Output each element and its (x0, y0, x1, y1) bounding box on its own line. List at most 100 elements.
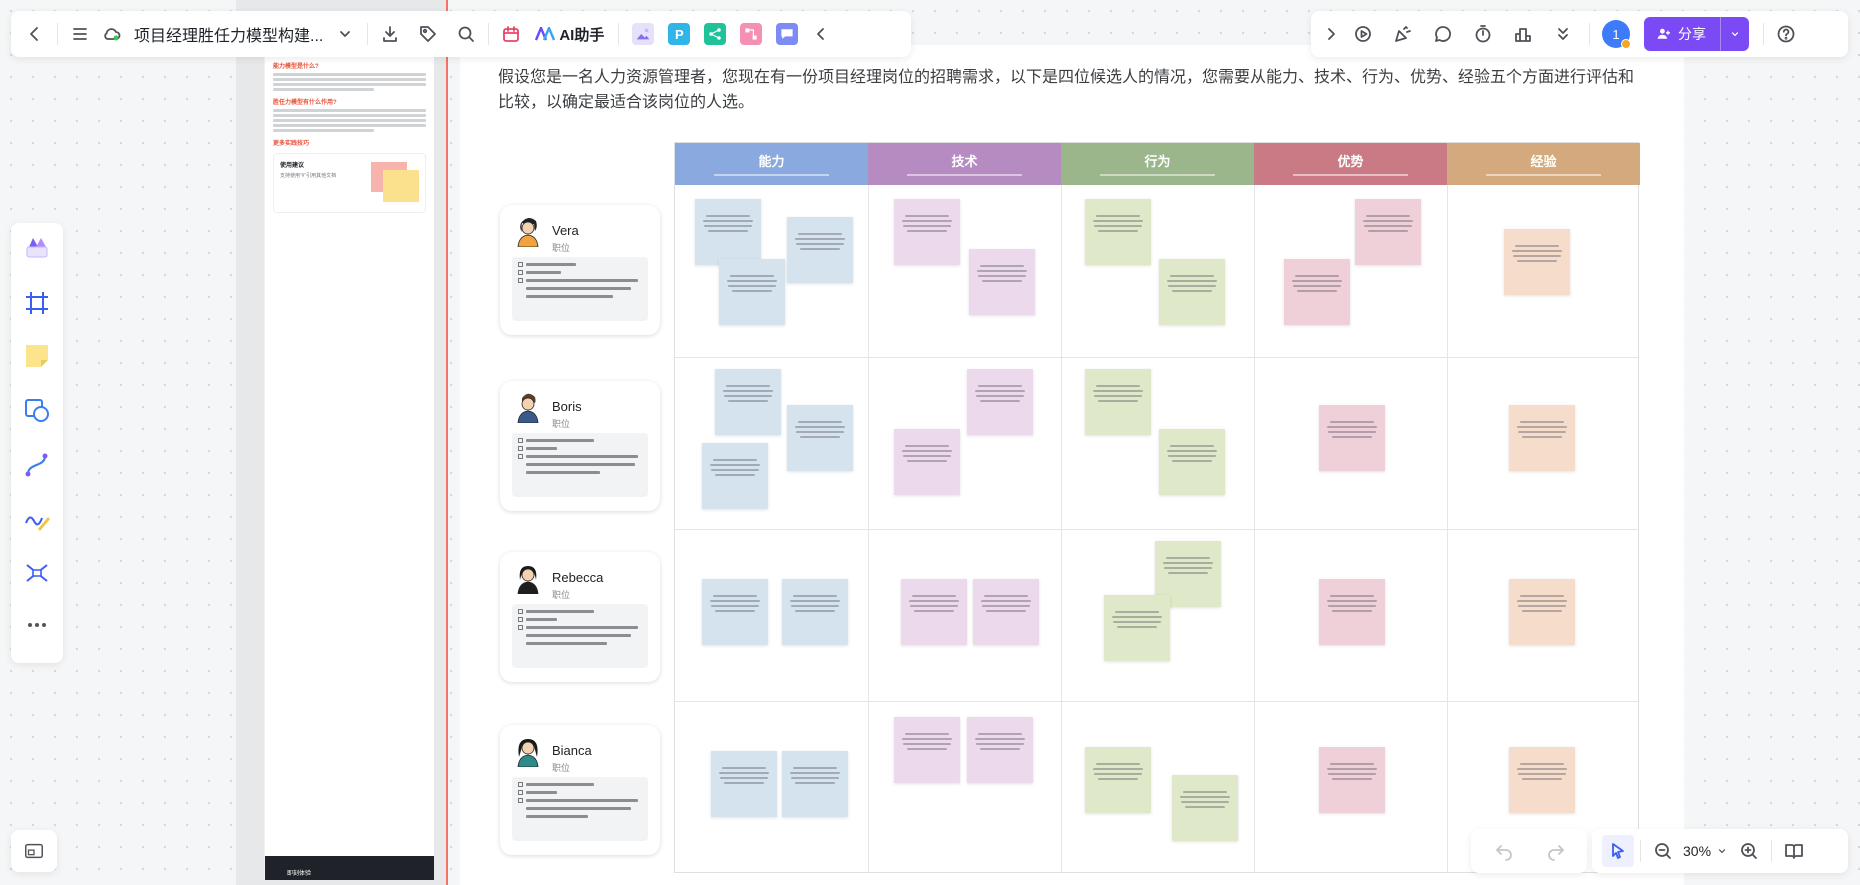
sticky-note[interactable] (1085, 199, 1151, 265)
celebrate-button[interactable] (1387, 18, 1419, 50)
share-button[interactable]: 分享 (1644, 17, 1749, 51)
sticky-note[interactable] (1159, 259, 1225, 325)
tag-button[interactable] (412, 18, 444, 50)
sticky-note[interactable] (695, 199, 761, 265)
comment-plugin-button[interactable] (776, 23, 799, 45)
candidate-card-vera[interactable]: Vera 职位 (500, 205, 660, 335)
sticky-note[interactable] (894, 199, 960, 265)
candidate-card-boris[interactable]: Boris 职位 (500, 381, 660, 511)
candidate-details (512, 777, 648, 841)
sticky-note[interactable] (1509, 747, 1575, 813)
redo-button[interactable] (1540, 835, 1572, 867)
sticky-note[interactable] (702, 443, 768, 509)
sticky-note[interactable] (1085, 369, 1151, 435)
undo-button[interactable] (1488, 835, 1520, 867)
menu-button[interactable] (64, 18, 96, 50)
evaluation-matrix: 能力 技术 行为 优势 经验 (674, 142, 1640, 873)
connector-icon (25, 453, 48, 477)
candidate-details (512, 604, 648, 668)
sticky-note[interactable] (1104, 595, 1170, 661)
sticky-note-icon (26, 345, 48, 367)
sticky-note[interactable] (1284, 259, 1350, 325)
sticky-note[interactable] (1319, 579, 1385, 645)
share-dropdown-button[interactable] (1721, 27, 1749, 41)
select-tool-button[interactable] (1602, 835, 1634, 867)
more-tools-button[interactable] (1547, 18, 1579, 50)
sticky-note[interactable] (787, 405, 853, 471)
sticky-note[interactable] (782, 579, 848, 645)
mindmap-tool[interactable] (21, 557, 53, 589)
p-plugin-button[interactable]: P (668, 23, 691, 45)
expand-toolbar-button[interactable] (1315, 18, 1347, 50)
sticky-note[interactable] (715, 369, 781, 435)
candidate-details (512, 257, 648, 321)
online-users-avatar[interactable]: 1 (1602, 20, 1631, 49)
image-plugin-button[interactable] (632, 23, 655, 45)
sticky-note[interactable] (1509, 579, 1575, 645)
sticky-note[interactable] (973, 579, 1039, 645)
search-button[interactable] (450, 18, 482, 50)
chevron-left-icon (30, 27, 38, 41)
cloud-sync-status[interactable] (96, 18, 128, 50)
candidate-role: 职位 (552, 419, 571, 429)
sticky-note[interactable] (1085, 747, 1151, 813)
shape-tool[interactable] (21, 394, 53, 426)
help-button[interactable] (1770, 18, 1802, 50)
sticky-note[interactable] (702, 579, 768, 645)
undo-icon (1496, 845, 1512, 861)
guide-button[interactable] (1778, 835, 1810, 867)
candidate-card-rebecca[interactable]: Rebecca 职位 (500, 552, 660, 682)
sticky-note[interactable] (894, 429, 960, 495)
frame-tool[interactable] (21, 287, 53, 319)
document-title[interactable]: 项目经理胜任力模型构建... (134, 28, 324, 45)
shapes-template-icon (26, 238, 48, 258)
canvas-document[interactable]: 假设您是一名人力资源管理者，您现在有一份项目经理岗位的招聘需求，以下是四位候选人… (460, 45, 1684, 885)
chevron-down-icon (1731, 32, 1739, 37)
candidate-details (512, 433, 648, 497)
vote-button[interactable] (1507, 18, 1539, 50)
sticky-note[interactable] (1172, 775, 1238, 841)
sticky-note[interactable] (711, 751, 777, 817)
sticky-note[interactable] (782, 751, 848, 817)
outline-page-preview[interactable]: 能力模型是什么? 胜任力模型有什么作用? 更多实践技巧 使用建议 支持使用“#”… (264, 40, 434, 880)
more-tools-button[interactable] (21, 609, 53, 641)
sticky-note[interactable] (1319, 747, 1385, 813)
sticky-note[interactable] (967, 717, 1033, 783)
cloud-icon (104, 28, 121, 41)
sticky-note-tool[interactable] (21, 340, 53, 372)
sticky-note[interactable] (719, 259, 785, 325)
sticky-note[interactable] (1355, 199, 1421, 265)
sticky-note[interactable] (901, 579, 967, 645)
timer-button[interactable] (1467, 18, 1499, 50)
mindmap-icon (26, 564, 48, 582)
candidate-card-bianca[interactable]: Bianca 职位 (500, 725, 660, 855)
present-button[interactable] (1347, 18, 1379, 50)
title-dropdown-button[interactable] (329, 18, 361, 50)
comment-button[interactable] (1427, 18, 1459, 50)
pen-tool[interactable] (21, 503, 53, 535)
ai-assistant-button[interactable]: AI助手 (535, 24, 604, 45)
calendar-plugin-button[interactable] (495, 18, 527, 50)
minimap-button[interactable] (11, 830, 57, 872)
sticky-note[interactable] (1159, 429, 1225, 495)
sticky-note[interactable] (787, 217, 853, 283)
zoom-out-button[interactable] (1647, 835, 1679, 867)
connector-tool[interactable] (21, 449, 53, 481)
download-button[interactable] (374, 18, 406, 50)
sticky-note[interactable] (969, 249, 1035, 315)
sticky-note[interactable] (1504, 229, 1570, 295)
add-user-icon (1657, 28, 1670, 39)
zoom-in-button[interactable] (1733, 835, 1765, 867)
collapse-toolbar-button[interactable] (805, 18, 837, 50)
templates-tool[interactable] (21, 231, 53, 263)
chevron-down-icon[interactable] (1715, 844, 1729, 858)
back-button[interactable] (19, 18, 51, 50)
sticky-note[interactable] (894, 717, 960, 783)
flow-plugin-button[interactable] (740, 23, 763, 45)
zoom-level[interactable]: 30% (1683, 843, 1712, 859)
outline-indicator (446, 0, 448, 885)
sticky-note[interactable] (967, 369, 1033, 435)
mindmap-plugin-button[interactable] (704, 23, 727, 45)
sticky-note[interactable] (1509, 405, 1575, 471)
sticky-note[interactable] (1319, 405, 1385, 471)
